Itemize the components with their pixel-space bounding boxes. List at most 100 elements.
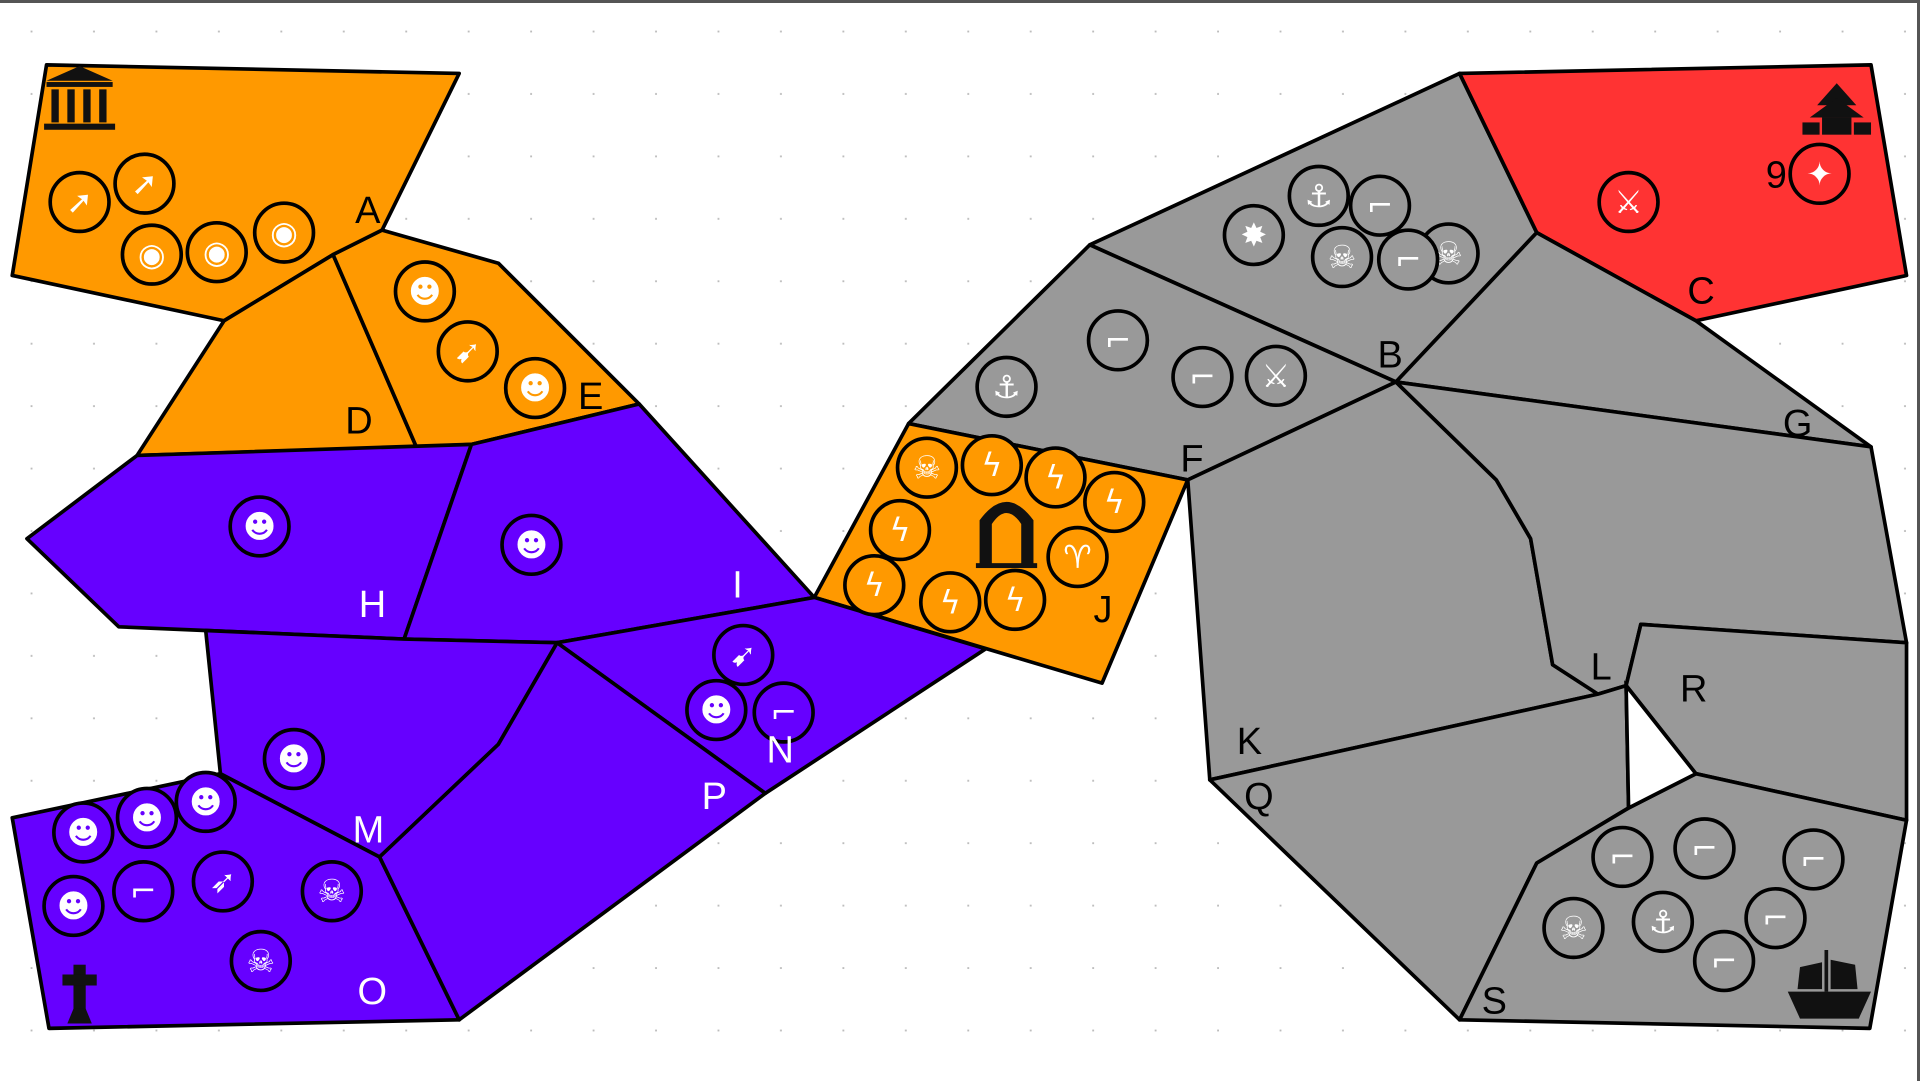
unit-token[interactable]: ϟ xyxy=(918,571,982,634)
spear-shield-icon: ➹ xyxy=(730,636,757,674)
monk-sword-icon: ⚔ xyxy=(1262,357,1291,395)
unit-token[interactable]: ♈ xyxy=(1046,525,1109,589)
unit-token[interactable]: ➹ xyxy=(436,320,499,383)
unit-token[interactable]: ◉ xyxy=(185,220,248,284)
monk-sword-icon: ⚔ xyxy=(1614,183,1643,221)
unit-token[interactable]: ϟ xyxy=(1083,470,1146,534)
unit-token[interactable]: ➚ xyxy=(48,170,111,234)
mask-icon: ☻ xyxy=(277,740,310,778)
unit-token[interactable]: ✸ xyxy=(1222,203,1286,267)
unit-token[interactable]: ☻ xyxy=(174,770,237,834)
pirate-ship-icon xyxy=(1787,950,1872,1019)
unit-token[interactable]: ϟ xyxy=(868,498,932,562)
mask-icon: ☻ xyxy=(515,526,548,564)
pistol-icon: ⌐ xyxy=(130,872,157,910)
anchor-icon: ⚓ xyxy=(992,368,1021,406)
pistol-icon: ⌐ xyxy=(1189,358,1216,396)
skeleton-swords-icon: ☠ xyxy=(318,872,347,910)
region-label: K xyxy=(1237,721,1262,763)
unit-token[interactable]: ☻ xyxy=(500,513,563,577)
unit-token[interactable]: ⌐ xyxy=(1692,929,1756,993)
mask-icon: ☻ xyxy=(130,799,163,837)
unit-token[interactable]: ⌐ xyxy=(1782,828,1845,891)
unit-token[interactable]: ➚ xyxy=(113,152,176,215)
unit-token[interactable]: ☻ xyxy=(685,678,748,742)
pistol-icon: ⌐ xyxy=(1367,187,1394,225)
pistol-icon: ⌐ xyxy=(1395,241,1422,279)
unit-token[interactable]: ⚓ xyxy=(1631,890,1695,954)
lightning-icon: ϟ xyxy=(1005,581,1026,619)
region-label: C xyxy=(1687,271,1714,313)
unit-token[interactable]: ϟ xyxy=(843,553,906,617)
gate-icon xyxy=(975,501,1038,569)
shield-spear-icon: ◉ xyxy=(138,236,166,274)
unit-token[interactable]: ☻ xyxy=(52,801,115,864)
region-p[interactable] xyxy=(377,640,768,1022)
unit-token[interactable]: ☻ xyxy=(42,874,105,938)
lightning-icon: ϟ xyxy=(1045,458,1066,496)
skeleton-swords-icon: ☠ xyxy=(913,449,942,487)
unit-token[interactable]: ⚔ xyxy=(1244,344,1308,408)
pistol-icon: ⌐ xyxy=(1711,942,1738,980)
unit-token[interactable]: ☻ xyxy=(503,356,567,420)
region-label: Q xyxy=(1244,776,1274,818)
unit-token[interactable]: ◉ xyxy=(120,223,184,286)
unit-token[interactable]: ☻ xyxy=(393,260,457,323)
bow-icon: ➶ xyxy=(210,862,237,900)
anchor-icon: ⚓ xyxy=(1305,177,1334,215)
unit-token[interactable]: ⚔ xyxy=(1597,170,1660,234)
unit-token[interactable]: ⌐ xyxy=(1744,886,1807,950)
mask-icon: ☻ xyxy=(243,507,276,545)
region-label: F xyxy=(1180,438,1203,480)
explosion-icon: ✸ xyxy=(1241,216,1268,254)
lightning-icon: ϟ xyxy=(1104,483,1125,521)
shield-spear-icon: ◉ xyxy=(203,233,231,271)
region-c[interactable] xyxy=(1457,63,1909,323)
unit-token[interactable]: ⌐ xyxy=(1376,228,1440,291)
mask-icon: ☻ xyxy=(519,369,552,407)
unit-token[interactable]: ☻ xyxy=(262,727,326,791)
unit-token[interactable]: ➹ xyxy=(712,623,775,687)
unit-token[interactable]: ➶ xyxy=(191,850,255,913)
unit-token[interactable]: ⚓ xyxy=(1287,164,1350,228)
unit-token[interactable]: ☠ xyxy=(1310,225,1374,289)
shield-spear-icon: ◉ xyxy=(270,214,298,252)
unit-token[interactable]: ⚓ xyxy=(975,355,1038,419)
firework-icon: ✦ xyxy=(1806,155,1833,193)
unit-token[interactable]: ☠ xyxy=(1542,896,1605,960)
region-label: B xyxy=(1378,334,1403,376)
unit-token[interactable]: ☻ xyxy=(228,495,291,558)
unit-token[interactable]: ☻ xyxy=(115,786,179,850)
unit-token[interactable]: ⌐ xyxy=(1086,309,1150,372)
unit-token[interactable]: ☠ xyxy=(895,436,959,499)
unit-token[interactable]: ☠ xyxy=(300,860,364,923)
region-label: N xyxy=(767,730,794,772)
region-label: J xyxy=(1093,589,1112,631)
region-label: A xyxy=(355,190,381,232)
unit-token[interactable]: ϟ xyxy=(960,433,1024,497)
region-label: E xyxy=(578,376,603,418)
unit-token[interactable]: ⌐ xyxy=(1171,345,1234,409)
unit-token[interactable]: ◉ xyxy=(252,201,316,264)
unit-token[interactable]: ⌐ xyxy=(1673,817,1736,880)
mask-icon: ☻ xyxy=(189,783,222,821)
unit-token[interactable]: ϟ xyxy=(983,568,1047,632)
gravestone-icon xyxy=(62,964,97,1024)
region-label: D xyxy=(345,400,372,442)
region-label: H xyxy=(359,584,386,626)
unit-token[interactable]: ϟ xyxy=(1024,446,1087,509)
mask-icon: ☻ xyxy=(57,887,90,925)
unit-token[interactable]: ⌐ xyxy=(1348,174,1412,237)
hole xyxy=(1624,680,1699,811)
pistol-icon: ⌐ xyxy=(1609,838,1636,876)
region-label: I xyxy=(732,564,743,606)
unit-token[interactable]: ✦ xyxy=(1788,142,1851,206)
unit-token[interactable]: ⌐ xyxy=(752,681,815,744)
unit-token[interactable]: ⌐ xyxy=(1591,825,1654,889)
lightning-icon: ϟ xyxy=(940,583,961,621)
temple-icon xyxy=(44,66,116,130)
unit-token[interactable]: ☠ xyxy=(229,929,293,993)
unit-token[interactable]: ⌐ xyxy=(112,860,175,923)
region-label: G xyxy=(1783,403,1813,445)
